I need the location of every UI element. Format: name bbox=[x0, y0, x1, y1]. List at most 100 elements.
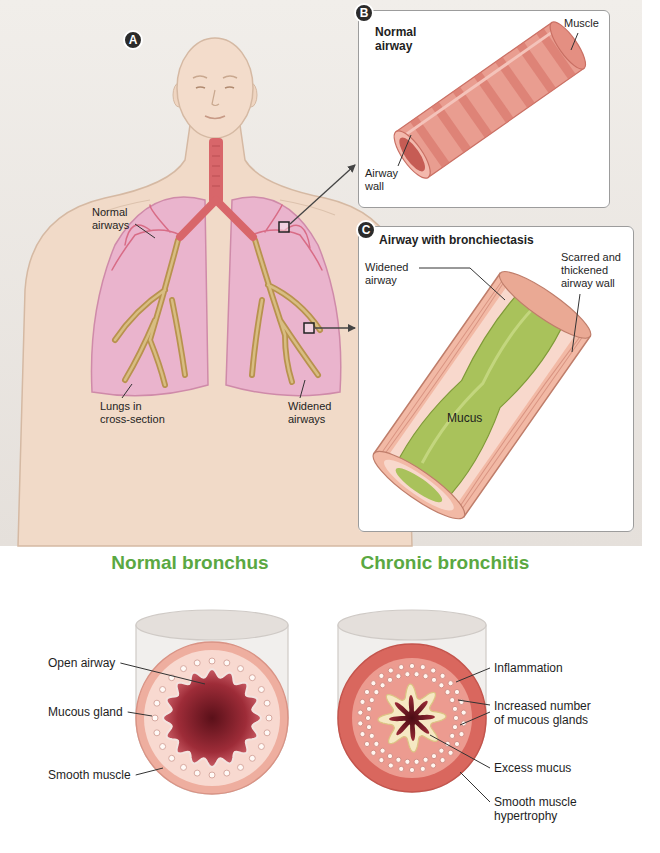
inset-panel-ground bbox=[358, 10, 610, 208]
mucous-gland bbox=[374, 741, 379, 746]
mucous-gland bbox=[209, 658, 215, 664]
badge-letter: C bbox=[362, 224, 371, 236]
mucous-gland bbox=[454, 689, 459, 694]
bronchiectasis-airway bbox=[420, 306, 534, 465]
mucous-gland bbox=[369, 698, 374, 703]
mucous-gland bbox=[360, 732, 365, 737]
part-label: Normal airways bbox=[92, 206, 147, 232]
chronic-bronchus-drawing bbox=[352, 658, 472, 778]
mucous-glands bbox=[152, 658, 272, 778]
normal-bronchus-drawing bbox=[136, 610, 288, 794]
mucous-gland bbox=[440, 758, 445, 763]
mucous-gland bbox=[152, 715, 158, 721]
mucous-gland bbox=[209, 772, 215, 778]
mucous-gland bbox=[249, 755, 255, 761]
normal-bronchus-drawing bbox=[136, 610, 288, 640]
badge-letter: A bbox=[129, 34, 138, 46]
detail-markers bbox=[290, 165, 355, 224]
mucous-gland bbox=[387, 754, 392, 759]
part-label: Excess mucus bbox=[494, 761, 571, 775]
mucous-gland bbox=[431, 677, 436, 682]
mucous-gland bbox=[423, 674, 428, 679]
mucous-gland bbox=[264, 700, 270, 706]
normal-bronchus-drawing bbox=[136, 625, 288, 794]
airway-tree bbox=[212, 146, 220, 186]
mucous-gland bbox=[452, 706, 457, 711]
excess-mucus bbox=[378, 684, 446, 752]
mucous-gland bbox=[396, 757, 401, 762]
panel-leader-lines bbox=[398, 135, 411, 166]
part-label: Smooth muscle hypertrophy bbox=[494, 795, 594, 823]
airway-tree bbox=[115, 240, 320, 385]
inset-panel-ground bbox=[358, 226, 634, 532]
mucous-gland bbox=[379, 758, 384, 763]
mucous-gland bbox=[258, 744, 264, 750]
mucous-gland bbox=[431, 754, 436, 759]
inset-panel: Airway with bronchiectasisWidened airway… bbox=[358, 226, 634, 532]
mucous-gland bbox=[423, 757, 428, 762]
mucous-gland bbox=[380, 748, 385, 753]
normal-bronchus-drawing bbox=[144, 650, 280, 786]
narrowed-lumen bbox=[389, 695, 435, 741]
letter-badge: A bbox=[123, 30, 143, 50]
panel-label: Scarred and thickened airway wall bbox=[561, 251, 629, 290]
mucous-gland bbox=[360, 699, 365, 704]
mucous-gland bbox=[358, 710, 363, 715]
mucous-gland bbox=[364, 741, 369, 746]
body-silhouette bbox=[18, 125, 412, 546]
mucous-gland bbox=[264, 730, 270, 736]
airway-tree bbox=[112, 205, 322, 270]
bronchiectasis-airway bbox=[366, 263, 598, 528]
panel-label: Mucus bbox=[447, 411, 482, 425]
body-silhouette bbox=[205, 116, 225, 119]
mucous-gland bbox=[409, 767, 414, 772]
mucous-gland bbox=[459, 732, 464, 737]
panel-label: Airway wall bbox=[365, 167, 407, 193]
mucous-gland bbox=[194, 770, 200, 776]
letter-badge: B bbox=[354, 3, 374, 23]
bronchus-leader-lines bbox=[120, 663, 205, 684]
mucous-gland bbox=[181, 764, 187, 770]
mucous-gland bbox=[399, 766, 404, 771]
mucous-gland bbox=[364, 689, 369, 694]
mucous-gland bbox=[371, 681, 376, 686]
body-leader-lines bbox=[135, 224, 155, 238]
normal-bronchus-drawing bbox=[136, 642, 288, 794]
detail-markers bbox=[315, 327, 355, 328]
lungs bbox=[91, 197, 340, 396]
section-heading: Normal bronchus bbox=[70, 552, 310, 574]
body-silhouette bbox=[193, 76, 237, 78]
mucous-gland bbox=[452, 725, 457, 730]
mucous-gland bbox=[445, 690, 450, 695]
part-label: Mucous gland bbox=[48, 705, 123, 719]
section-heading: Chronic bronchitis bbox=[325, 552, 565, 574]
bronchus-leader-lines bbox=[460, 712, 490, 725]
mucous-gland bbox=[448, 681, 453, 686]
panel-label: Normal airway bbox=[375, 25, 429, 53]
mucous-gland bbox=[431, 763, 436, 768]
bronchiectasis-airway bbox=[379, 453, 459, 518]
mucous-gland bbox=[405, 759, 410, 764]
mucous-gland bbox=[238, 764, 244, 770]
mucous-gland bbox=[358, 721, 363, 726]
mucous-gland bbox=[194, 660, 200, 666]
mucous-gland bbox=[160, 744, 166, 750]
mucous-gland bbox=[448, 750, 453, 755]
bronchus-leader-lines bbox=[120, 663, 490, 802]
mucous-gland bbox=[224, 770, 230, 776]
bronchus-leader-lines bbox=[430, 735, 490, 768]
mucous-gland bbox=[387, 677, 392, 682]
mucous-gland bbox=[420, 766, 425, 771]
letter-badge: C bbox=[356, 220, 376, 240]
mucous-gland bbox=[420, 665, 425, 670]
body-silhouette bbox=[18, 38, 412, 546]
chronic-bronchus-drawing bbox=[338, 625, 486, 792]
mucous-gland bbox=[374, 690, 379, 695]
panel-leader-lines bbox=[419, 268, 505, 300]
figure-background bbox=[0, 0, 642, 546]
open-lumen bbox=[163, 669, 261, 767]
panel-label: Airway with bronchiectasis bbox=[379, 233, 534, 247]
mucous-gland bbox=[414, 672, 419, 677]
bronchus-leader-lines bbox=[136, 768, 163, 775]
mucous-gland bbox=[258, 687, 264, 693]
